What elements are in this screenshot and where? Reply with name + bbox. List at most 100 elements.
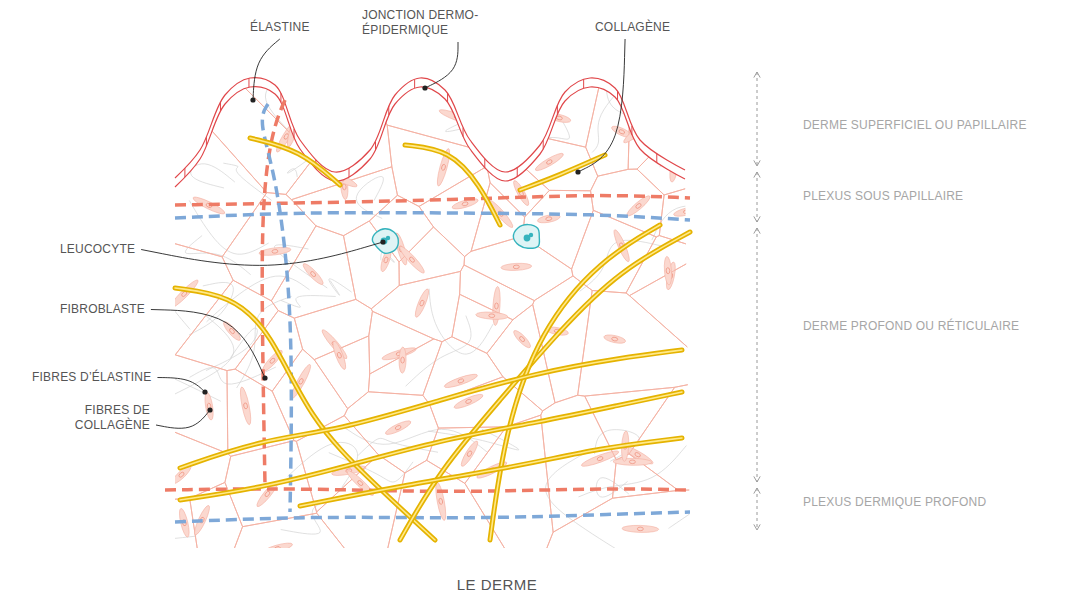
fibroblast-nucleus [666, 268, 670, 274]
cell-outline [546, 490, 695, 550]
cell-outline [452, 294, 513, 353]
fibroblast-body [512, 328, 533, 349]
fibroblast-nucleus [466, 450, 472, 457]
junction-tick [557, 105, 558, 114]
fibroblast-cell [603, 333, 626, 344]
fine-fibre [652, 205, 780, 240]
part-label: LEUCOCYTE [60, 242, 135, 257]
leucocyte-cell [513, 225, 539, 249]
junction-tick [656, 154, 657, 163]
fibroblast-body [301, 261, 325, 286]
leader-line [156, 410, 210, 428]
fibroblast-body [534, 151, 565, 173]
junction-tick [294, 129, 295, 138]
fine-fibre [287, 138, 337, 177]
fibroblast-body [622, 525, 659, 533]
collagen-fibre-core [520, 155, 605, 190]
fibroblast-nucleus [310, 271, 317, 278]
junction-tick [248, 78, 249, 87]
layer-range-arrow [757, 72, 758, 166]
fibroblast-body [399, 347, 407, 373]
cell-outline [294, 299, 372, 359]
fibroblast-body [443, 372, 478, 390]
layer-label: PLEXUS SOUS PAPILLAIRE [803, 189, 963, 204]
leucocyte-membrane [372, 229, 398, 254]
fine-fibre [429, 289, 493, 354]
fibroblast-body [511, 179, 531, 207]
collagen-fibre-core [300, 438, 682, 506]
fibroblast-body [413, 288, 431, 319]
cell-outline [483, 79, 548, 167]
junction-tick [280, 93, 281, 102]
fine-fibre [329, 279, 352, 295]
fibroblast-nucleus [546, 159, 553, 165]
fibroblast-body [673, 205, 700, 218]
fibroblast-cell [285, 110, 302, 148]
leader-dot [262, 375, 267, 380]
cell-outline [637, 110, 695, 195]
part-label: ÉLASTINE [250, 20, 310, 35]
cell-outline [170, 84, 267, 257]
fibroblast-nucleus [635, 203, 642, 210]
layer-label: PLEXUS DERMIQUE PROFOND [803, 495, 986, 510]
fibroblast-cell [397, 244, 426, 275]
junction-tick [388, 106, 389, 115]
fibroblast-nucleus [264, 491, 271, 498]
fibroblast-cell [168, 278, 200, 310]
cell-outline [222, 193, 316, 301]
cell-outline [628, 60, 695, 169]
fibroblast-cell [301, 261, 325, 286]
fibroblast-cell [384, 419, 412, 437]
leader-dot [250, 97, 255, 102]
blood-vessel [175, 512, 690, 522]
part-label: FIBRES DE COLLAGÈNE [55, 403, 150, 433]
fibroblast-body [331, 340, 348, 371]
fibroblast-cell [501, 263, 532, 272]
fibroblast-nucleus [357, 480, 364, 487]
junction-tick [617, 91, 618, 100]
fibroblast-cell [663, 256, 672, 285]
fibroblast-cell [261, 541, 293, 556]
junction-line [175, 78, 685, 178]
cell-outline [368, 339, 442, 395]
fine-fibre [515, 104, 569, 168]
fibroblast-cell [668, 155, 679, 183]
fibroblast-cell [534, 151, 565, 173]
fibroblast-nucleus [274, 546, 281, 551]
fibroblast-nucleus [513, 265, 519, 269]
leader-line [157, 378, 205, 393]
cell-outline [629, 259, 695, 354]
leucocyte-membrane [513, 225, 539, 249]
junction-tick [631, 126, 632, 135]
caption: LE DERME [457, 576, 538, 593]
collagen-fibre-core [490, 225, 660, 540]
collagen-fibre-core [250, 138, 340, 185]
layer-range-arrow [757, 228, 758, 482]
fibroblast-nucleus [298, 378, 304, 385]
fine-fibre [191, 164, 235, 188]
leader-dot [202, 389, 207, 394]
leader-dot [380, 239, 385, 244]
fibroblast-nucleus [269, 357, 276, 364]
fine-fibre [669, 492, 720, 529]
fibroblast-nucleus [465, 399, 472, 405]
fibroblast-body [509, 136, 541, 147]
fibroblast-nucleus [383, 257, 388, 264]
fibroblast-nucleus [438, 498, 443, 505]
fine-fibre [546, 453, 637, 562]
part-label: JONCTION DERMO-ÉPIDERMIQUE [362, 8, 522, 38]
leader-line [425, 42, 458, 88]
fibroblast-cell [509, 136, 541, 147]
junction-tick [414, 79, 415, 88]
collagen-fibre [490, 225, 660, 540]
fibroblast-nucleus [419, 300, 425, 307]
leader-line [578, 39, 625, 172]
leader-line [253, 39, 280, 100]
leader-dot [207, 407, 212, 412]
fibroblast-body [384, 419, 412, 437]
fibroblast-nucleus [629, 460, 635, 464]
junction-tick [543, 140, 544, 149]
fibroblast-nucleus [597, 456, 604, 461]
fibroblast-body [663, 256, 672, 285]
fibroblast-cell [434, 482, 448, 522]
